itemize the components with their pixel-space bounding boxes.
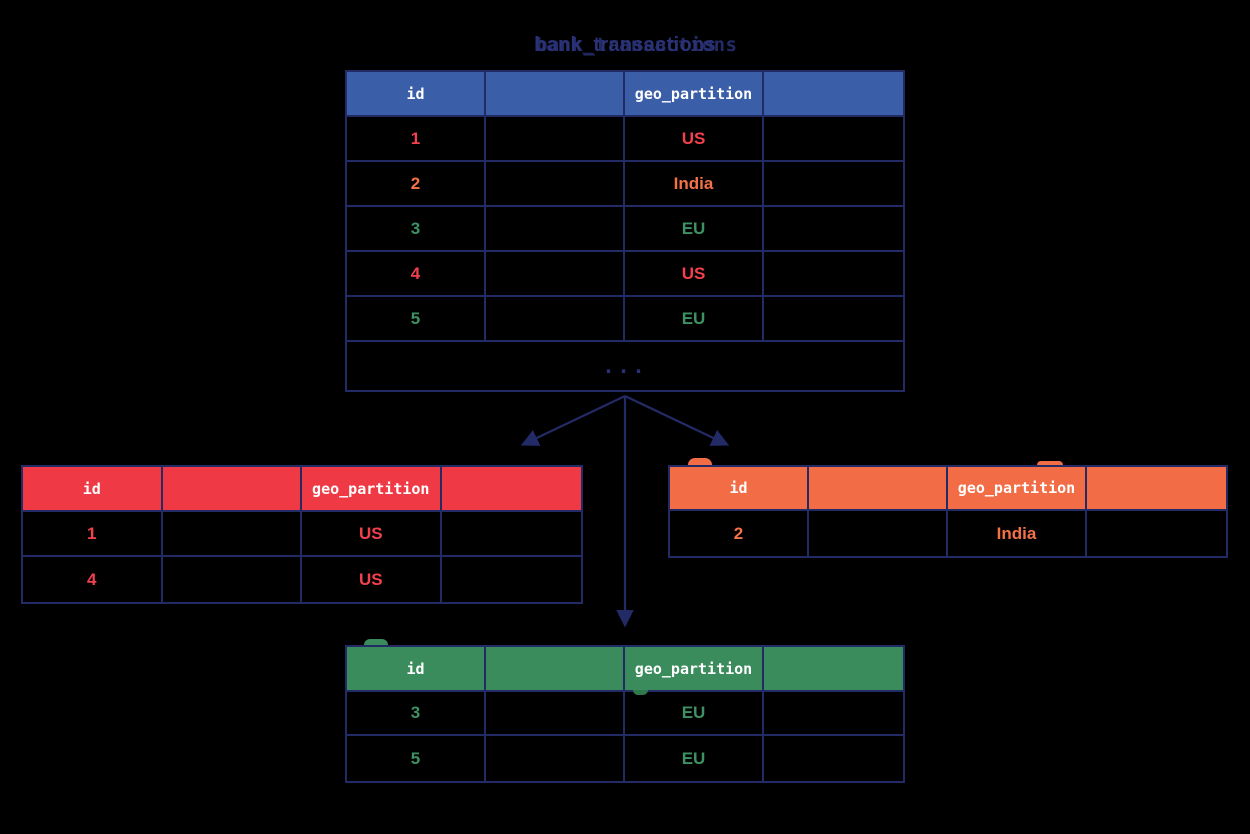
cell-geo-partition: India: [948, 511, 1087, 556]
cell-empty: [486, 162, 625, 207]
column-header-geo-partition: geo_partition: [625, 647, 764, 692]
cell-empty: [486, 736, 625, 781]
cell-empty: [486, 207, 625, 252]
cell-empty: [486, 297, 625, 342]
cell-empty: [764, 252, 903, 297]
cell-empty: [764, 162, 903, 207]
cell-empty: [809, 511, 948, 556]
column-header-empty: [486, 647, 625, 692]
arrow-to-india-partition-icon: [624, 395, 730, 446]
cell-empty: [764, 207, 903, 252]
column-header-empty: [162, 467, 302, 512]
column-header-geo-partition: geo_partition: [948, 467, 1087, 511]
cell-geo-partition: India: [625, 162, 764, 207]
cell-geo-partition: EU: [625, 692, 764, 736]
cell-empty: [764, 297, 903, 342]
cell-geo-partition: US: [302, 557, 442, 602]
cell-empty: [486, 117, 625, 162]
cell-id: 1: [347, 117, 486, 162]
column-header-geo-partition: geo_partition: [302, 467, 442, 512]
cell-empty: [764, 117, 903, 162]
page-title: bank_transactions: [534, 34, 716, 56]
cell-empty: [162, 512, 302, 557]
india-partition-table: id geo_partition 2 India: [668, 465, 1228, 558]
column-header-empty: [441, 467, 581, 512]
cell-id: 3: [347, 207, 486, 252]
cell-empty: [486, 252, 625, 297]
column-header-empty: [1087, 467, 1226, 511]
column-header-id: id: [347, 647, 486, 692]
diagram-title: bank_transactions bank_transactions: [345, 34, 905, 60]
cell-empty: [1087, 511, 1226, 556]
arrow-to-us-partition-icon: [520, 395, 626, 446]
decorative-arc-icon: [688, 458, 712, 465]
cell-id: 4: [347, 252, 486, 297]
column-header-empty: [764, 647, 903, 692]
cell-geo-partition: US: [302, 512, 442, 557]
cell-id: 5: [347, 736, 486, 781]
cell-id: 2: [670, 511, 809, 556]
cell-geo-partition: EU: [625, 736, 764, 781]
cell-geo-partition: US: [625, 252, 764, 297]
cell-id: 5: [347, 297, 486, 342]
bank-transactions-table: id geo_partition 1 US 2 India 3 EU 4 US …: [345, 70, 905, 392]
cell-id: 3: [347, 692, 486, 736]
cell-empty: [486, 692, 625, 736]
column-header-empty: [809, 467, 948, 511]
column-header-id: id: [23, 467, 163, 512]
page-title-echo: bank_transactions: [536, 34, 738, 56]
cell-empty: [764, 692, 903, 736]
cell-empty: [441, 512, 581, 557]
us-partition-table: id geo_partition 1 US 4 US: [21, 465, 583, 604]
column-header-empty: [486, 72, 625, 117]
cell-geo-partition: US: [625, 117, 764, 162]
cell-geo-partition: EU: [625, 207, 764, 252]
ellipsis-row: ...: [602, 354, 648, 378]
cell-geo-partition: EU: [625, 297, 764, 342]
cell-empty: [764, 736, 903, 781]
column-header-empty: [764, 72, 903, 117]
eu-partition-table: id geo_partition 3 EU 5 EU: [345, 645, 905, 783]
cell-empty: [163, 557, 302, 602]
column-header-id: id: [670, 467, 809, 511]
column-header-geo-partition: geo_partition: [625, 72, 764, 117]
cell-id: 4: [23, 557, 163, 602]
cell-empty: [442, 557, 582, 602]
column-header-id: id: [347, 72, 486, 117]
cell-id: 1: [23, 512, 163, 557]
cell-id: 2: [347, 162, 486, 207]
